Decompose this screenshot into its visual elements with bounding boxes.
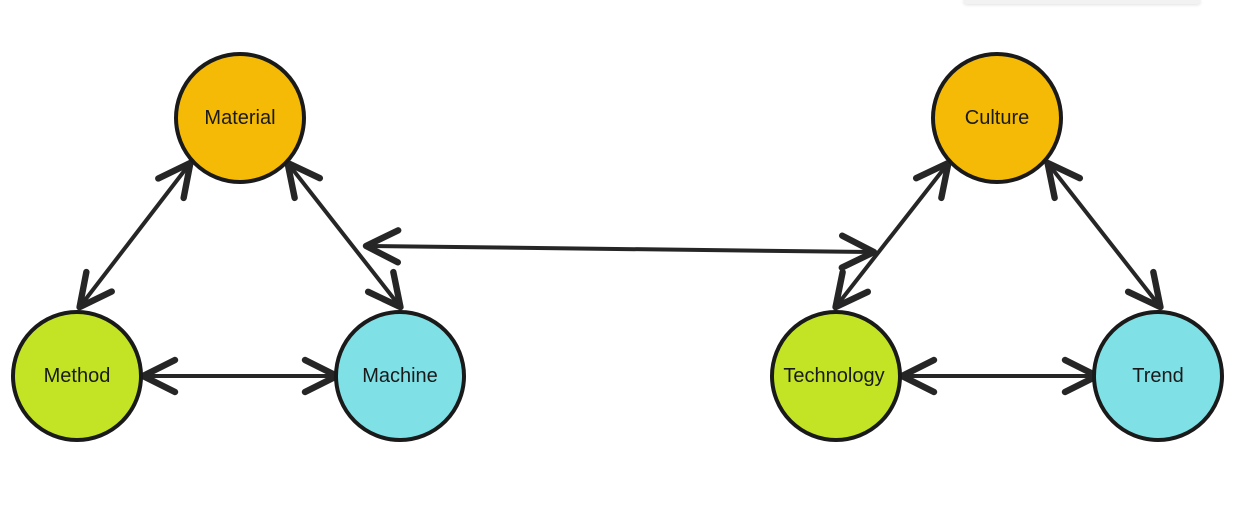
node-culture[interactable]: Culture (931, 52, 1063, 184)
trend-circle (1092, 310, 1224, 442)
edge-material-method (76, 159, 194, 311)
node-material[interactable]: Material (174, 52, 306, 184)
top-toolbar-edge (963, 0, 1201, 4)
culture-label: Culture (965, 107, 1029, 129)
technology-label: Technology (783, 365, 884, 387)
node-machine[interactable]: Machine (334, 310, 466, 442)
material-circle (174, 52, 306, 184)
technology-circle (770, 310, 902, 442)
method-circle (11, 310, 143, 442)
edge-material-machine (284, 159, 404, 311)
node-technology[interactable]: Technology (770, 310, 902, 442)
node-trend[interactable]: Trend (1092, 310, 1224, 442)
machine-label: Machine (362, 365, 438, 387)
edge-left-group-right-group (362, 227, 878, 271)
method-label: Method (44, 365, 111, 387)
node-method[interactable]: Method (11, 310, 143, 442)
material-label: Material (204, 107, 275, 129)
machine-circle (334, 310, 466, 442)
culture-circle (931, 52, 1063, 184)
edge-culture-technology (832, 159, 952, 311)
trend-label: Trend (1132, 365, 1184, 387)
edge-culture-trend (1044, 159, 1164, 311)
edges (76, 159, 1164, 396)
